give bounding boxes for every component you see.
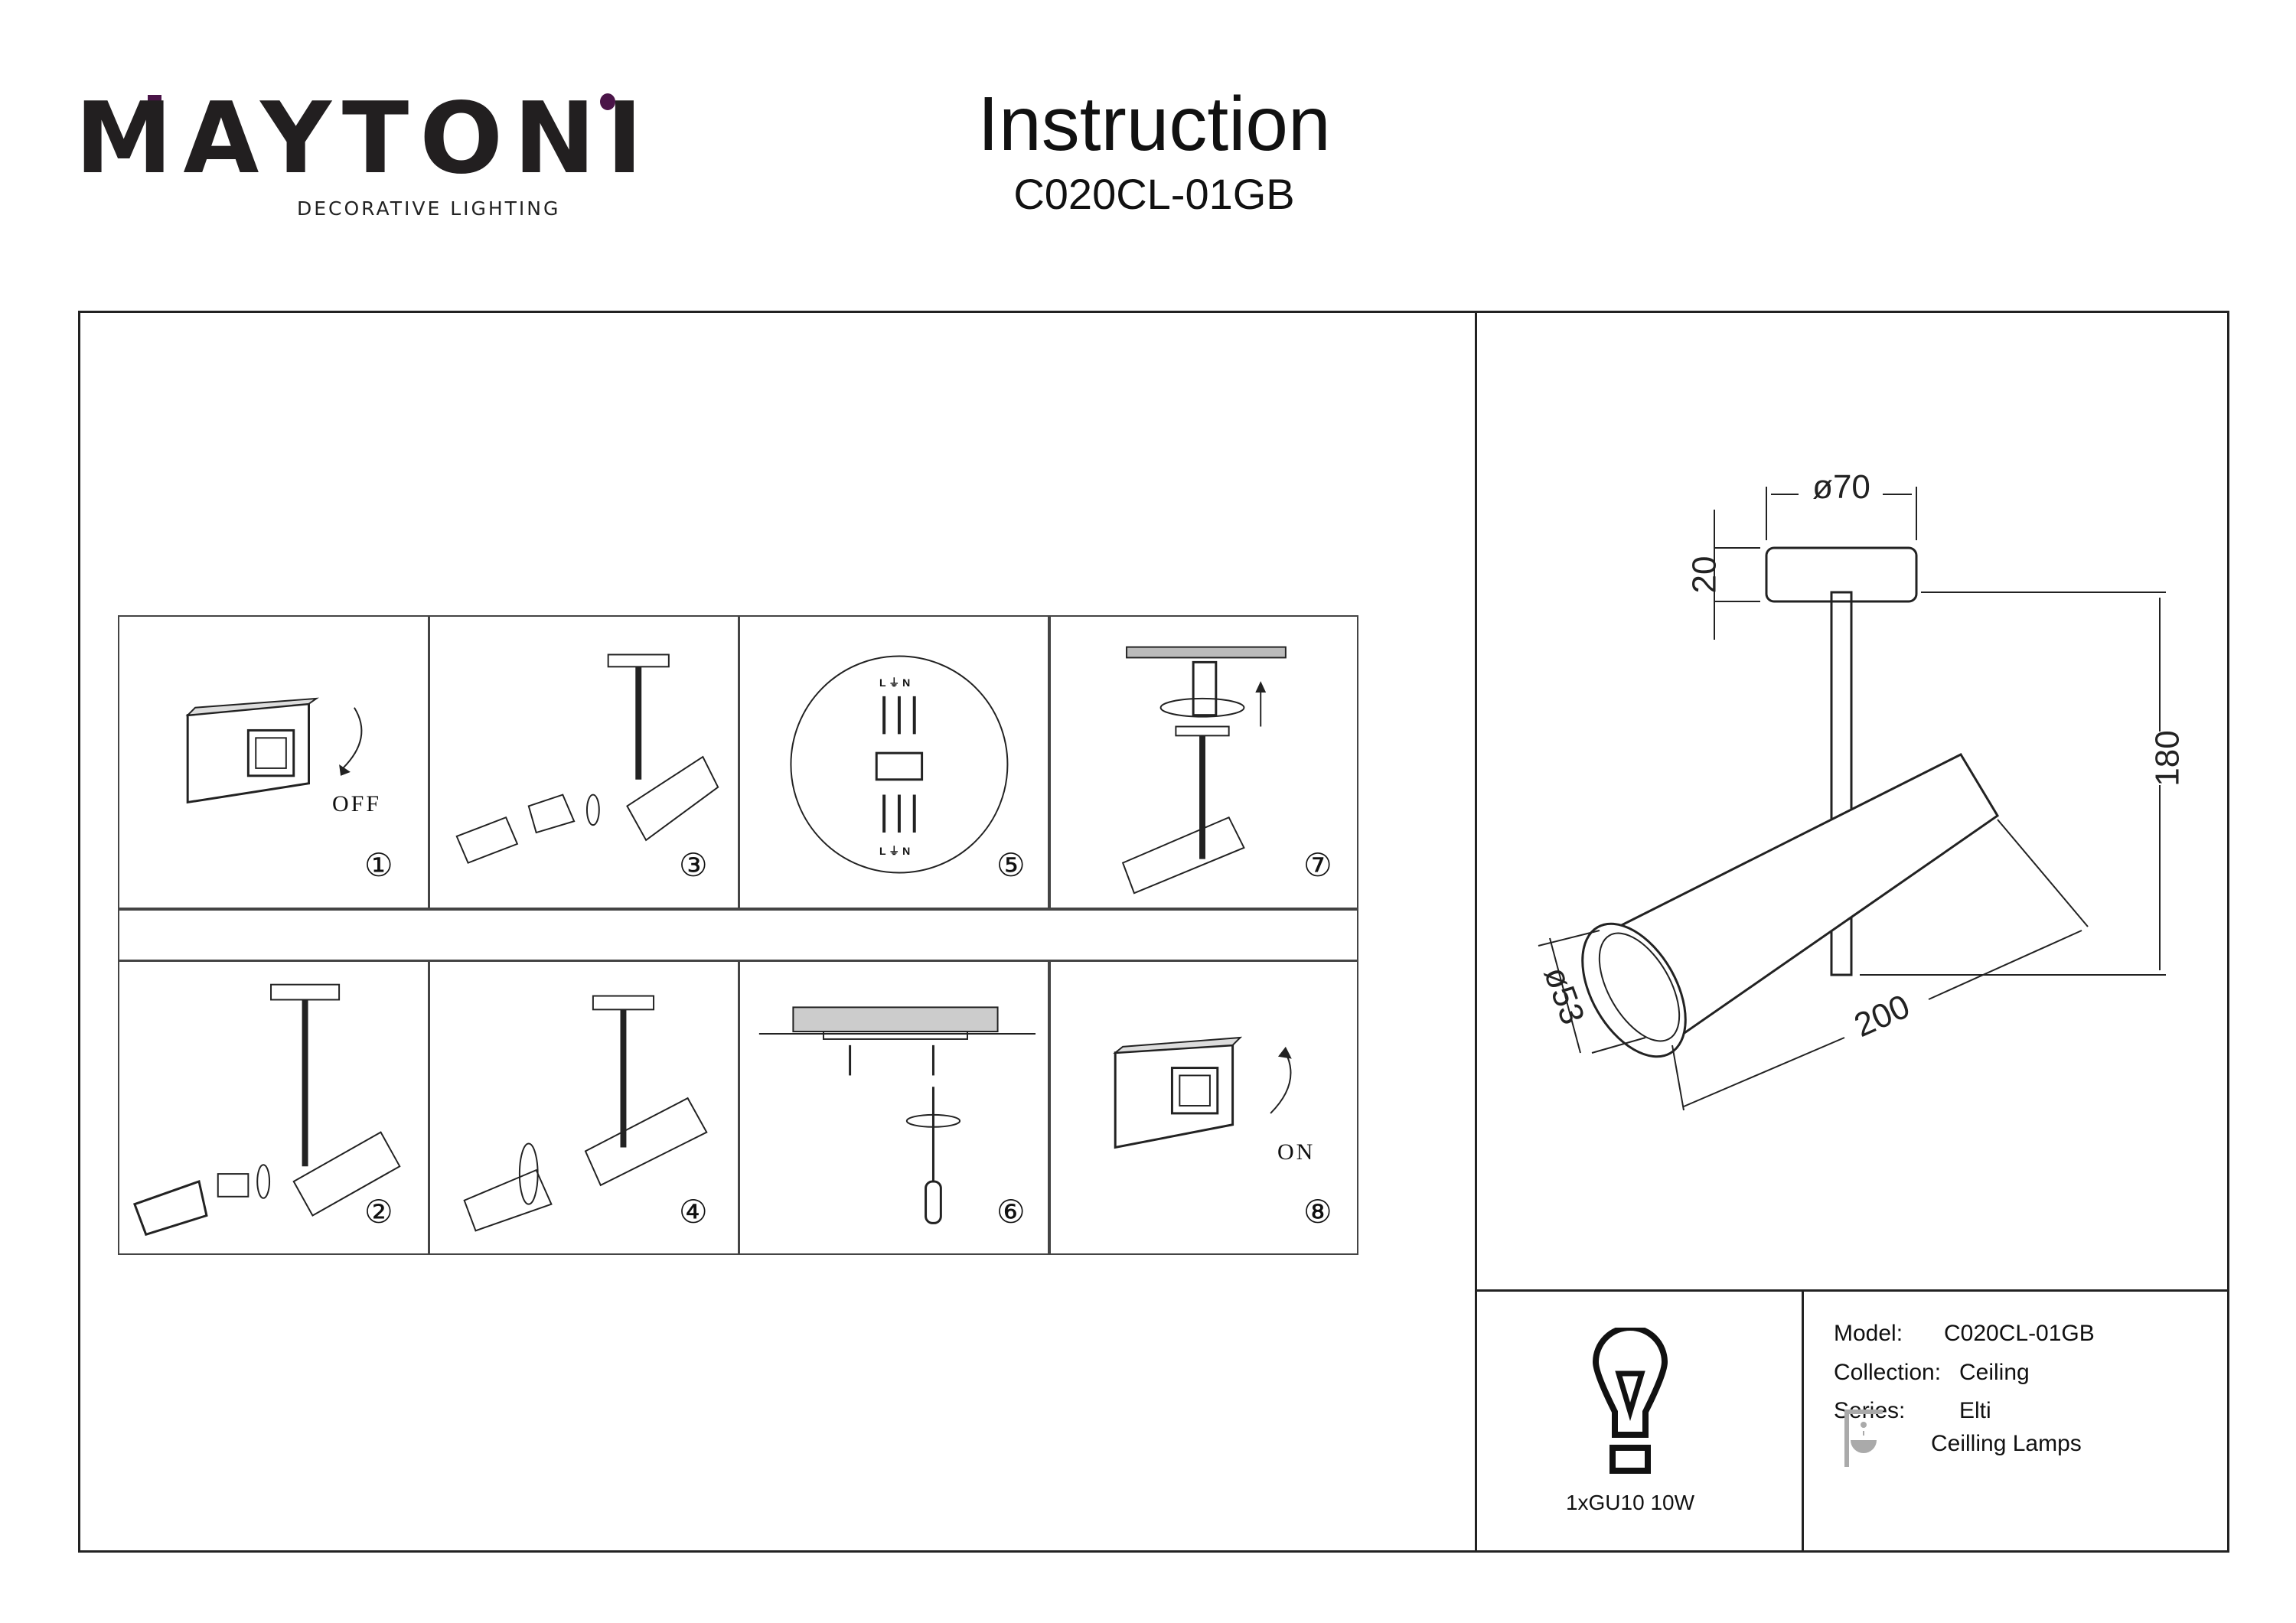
- terminal-labels-bottom: L ⏚ N: [879, 845, 911, 857]
- ceiling-lamp-icon: [1844, 1410, 1883, 1467]
- brand-logo: [75, 90, 615, 220]
- brand-name: MAYTONI: [75, 82, 654, 196]
- step-1-panel: OFF ①: [118, 615, 429, 909]
- collection-value: Ceiling: [1959, 1360, 2030, 1385]
- instruction-frame: [78, 311, 2229, 1553]
- wiring-diagram: [790, 655, 1009, 874]
- step-5-panel: L ⏚ N L ⏚ N ⑤: [739, 615, 1049, 909]
- ceiling-mount-illustration: [1121, 646, 1287, 895]
- series-value: Elti: [1959, 1398, 1991, 1423]
- step-8-panel: ON ⑧: [1049, 960, 1358, 1255]
- lamp-disassembly-illustration: [455, 653, 719, 864]
- step-number: ①: [364, 847, 393, 883]
- bulb-spec: 1xGU10 10W: [1565, 1491, 1695, 1514]
- step-7-panel: ⑦: [1049, 615, 1358, 909]
- model-label: Model:: [1834, 1321, 1903, 1346]
- collection-label: Collection:: [1834, 1360, 1942, 1385]
- shade-attach-illustration: [463, 995, 708, 1232]
- terminal-labels-top: L ⏚ N: [879, 676, 911, 689]
- step-3-panel: ③: [429, 615, 739, 909]
- dim-total-height: 180: [2149, 730, 2187, 786]
- category-label: Ceilling Lamps: [1931, 1431, 2082, 1456]
- dim-base-diameter: ø70: [1812, 468, 1870, 506]
- switch-off-illustration: [185, 697, 363, 804]
- model-subtitle: C020CL-01GB: [1013, 170, 1295, 218]
- bracket-install-illustration: [758, 1006, 1036, 1224]
- step-6-panel: ⑥: [739, 960, 1049, 1255]
- step-number: ④: [679, 1194, 708, 1230]
- dimension-drawing: ø70 20 180 200 ø53: [1537, 468, 2187, 1111]
- logo-accent-dot: [600, 93, 615, 110]
- bulb-icon: [1592, 1328, 1668, 1474]
- on-label: ON: [1277, 1139, 1316, 1165]
- page-title: Instruction: [977, 81, 1331, 167]
- step-4-panel: ④: [429, 960, 739, 1255]
- step-2-panel: ②: [118, 960, 429, 1255]
- divider-vertical: [1475, 311, 1477, 1553]
- step-number: ③: [679, 847, 708, 883]
- off-label: OFF: [332, 791, 382, 816]
- divider-info: [1802, 1289, 1804, 1553]
- logo-accent-bar: [148, 95, 161, 164]
- dim-length: 200: [1849, 987, 1916, 1045]
- bulb-insertion-illustration: [132, 983, 401, 1237]
- divider-horizontal: [1475, 1289, 2229, 1292]
- dim-base-height: 20: [1686, 556, 1724, 594]
- step-number: ⑤: [996, 847, 1026, 883]
- step-number: ②: [364, 1194, 393, 1230]
- steps-gap-row: [118, 909, 1358, 961]
- step-number: ⑧: [1303, 1194, 1332, 1230]
- step-number: ⑥: [996, 1194, 1026, 1230]
- step-number: ⑦: [1303, 847, 1332, 883]
- model-value: C020CL-01GB: [1944, 1321, 2095, 1346]
- switch-on-illustration: [1113, 1036, 1292, 1149]
- brand-tagline: DECORATIVE LIGHTING: [297, 197, 561, 220]
